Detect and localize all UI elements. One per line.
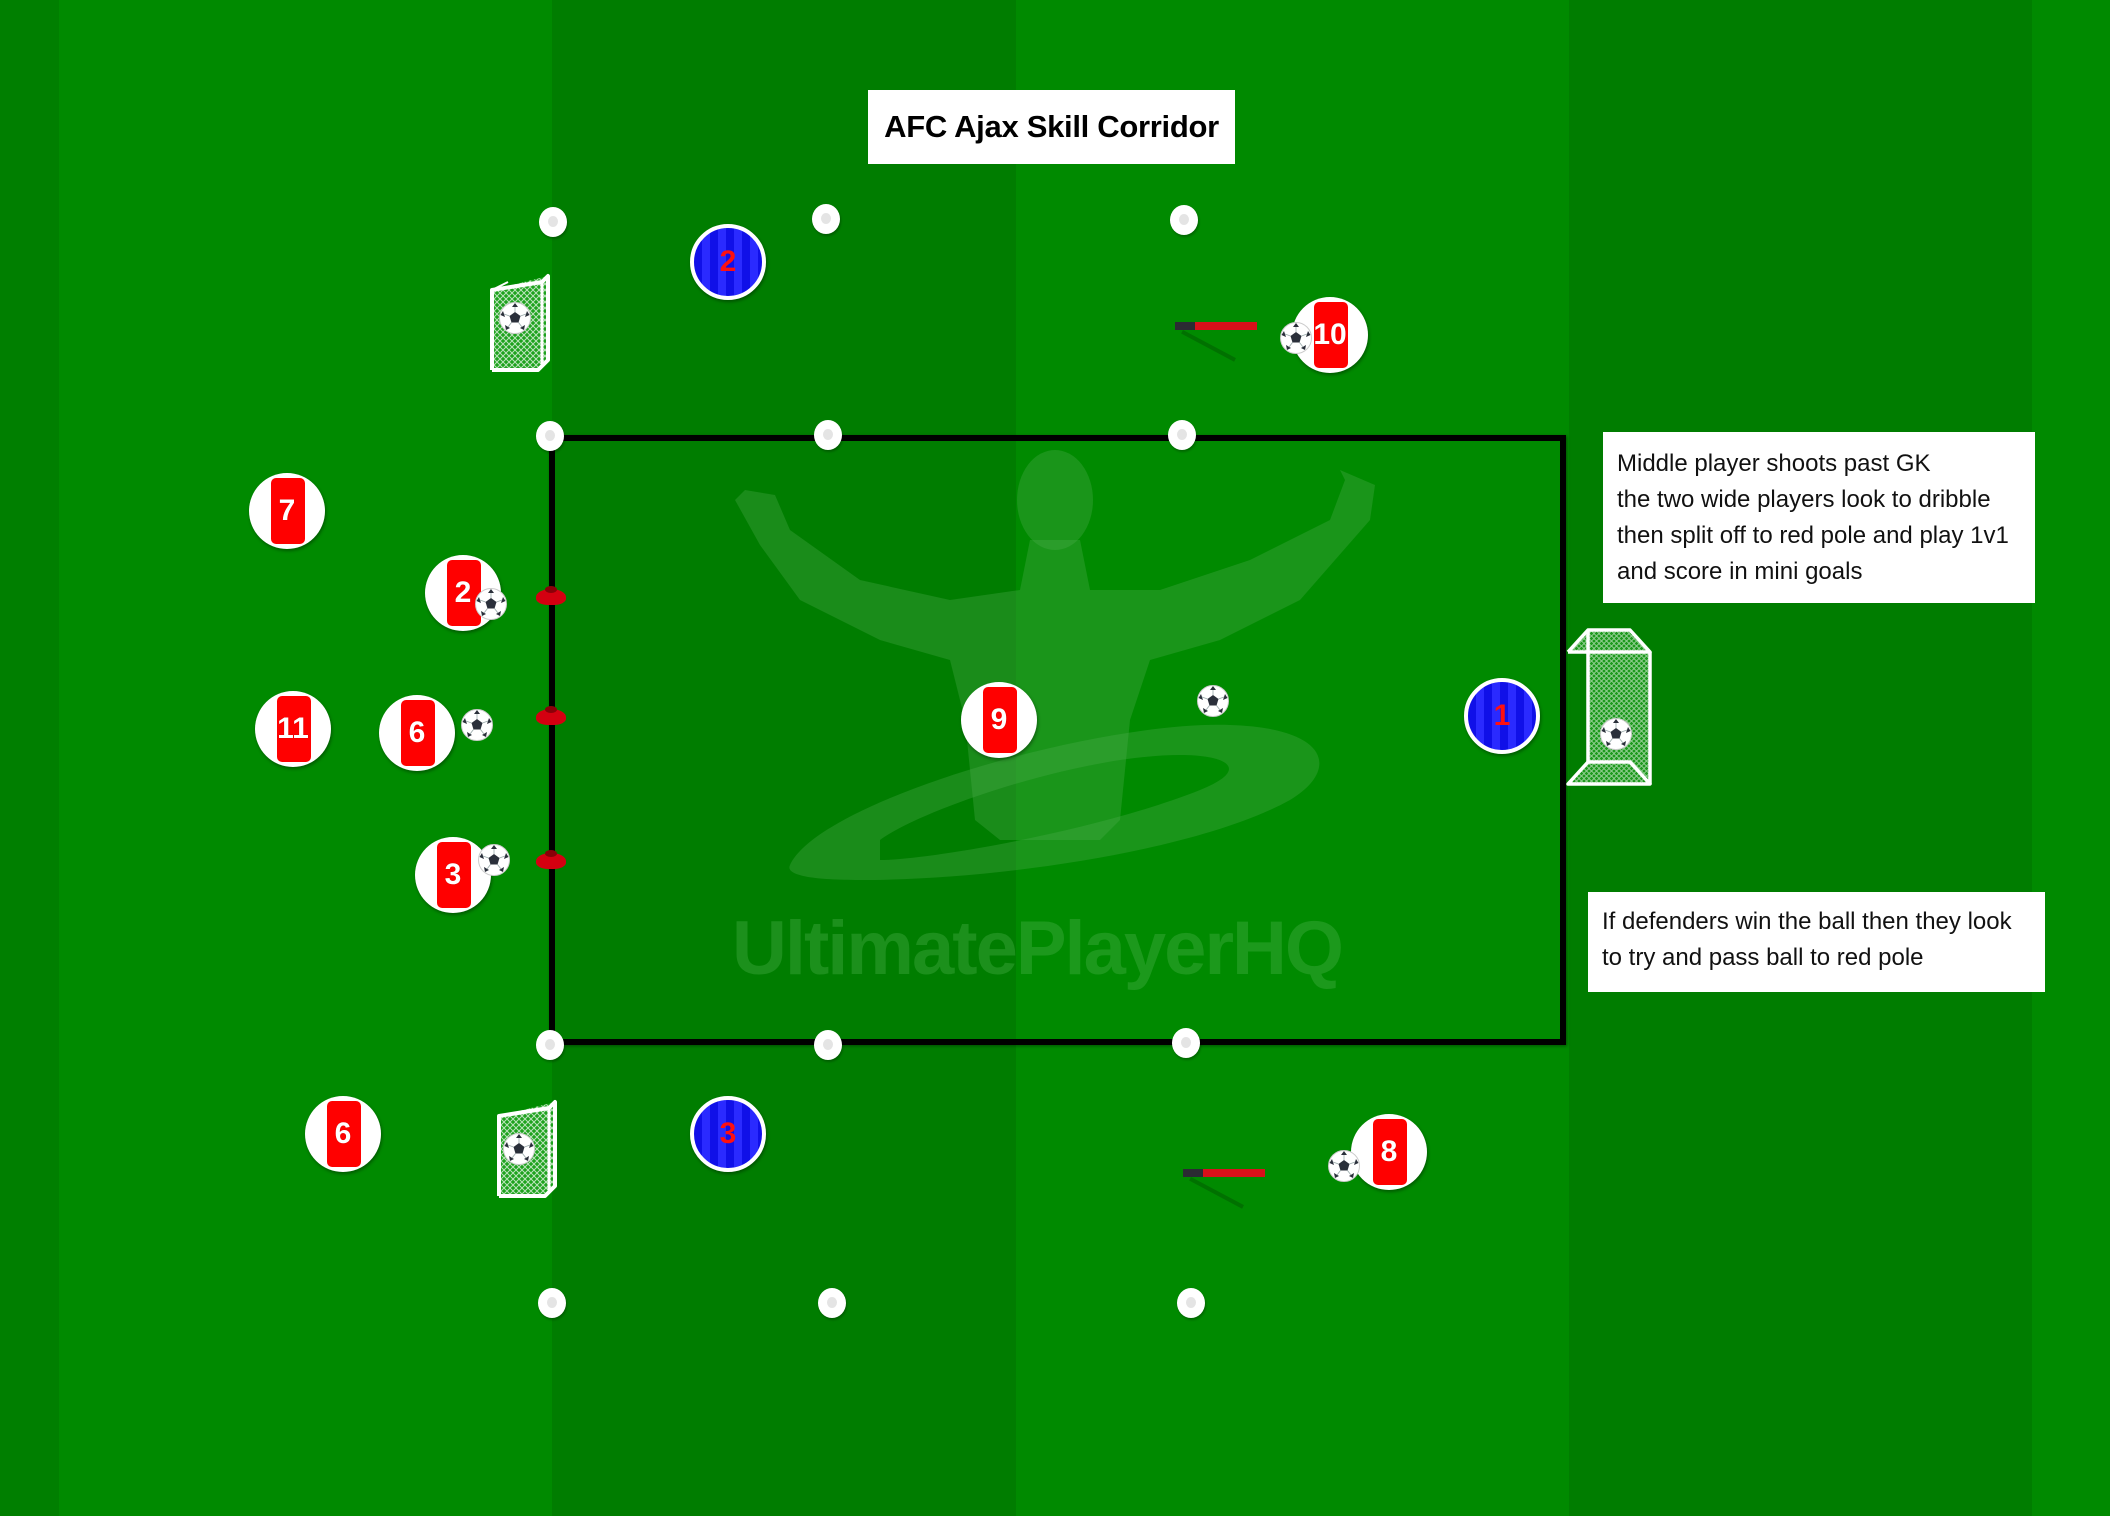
soccer-ball-icon[interactable] [1196, 684, 1230, 718]
disc-cone-icon[interactable] [538, 1288, 566, 1318]
grass-stripe [0, 0, 59, 1516]
red-player-6[interactable]: 6 [379, 695, 455, 771]
red-player-11[interactable]: 11 [255, 691, 331, 767]
blue-goalkeeper-1[interactable]: 1 [1464, 678, 1540, 754]
soccer-ball-icon[interactable] [477, 843, 511, 877]
note-line: and score in mini goals [1617, 558, 1863, 585]
watermark-text: UltimatePlayerHQ [732, 906, 1344, 991]
soccer-ball-icon[interactable] [1599, 717, 1633, 751]
red-player-7[interactable]: 7 [249, 473, 325, 549]
playing-area-boundary [549, 435, 1566, 1045]
note-line: the two wide players look to dribble [1617, 486, 1991, 513]
player-number: 2 [454, 576, 472, 609]
red-cone-icon[interactable] [536, 706, 566, 725]
grass-stripe [1016, 0, 1569, 1516]
player-number: 9 [990, 703, 1008, 736]
soccer-ball-icon[interactable] [502, 1132, 536, 1166]
player-number: 8 [1380, 1135, 1398, 1168]
note-line: then split off to red pole and play 1v1 [1617, 522, 2009, 549]
drill-title: AFC Ajax Skill Corridor [868, 90, 1235, 164]
disc-cone-icon[interactable] [818, 1288, 846, 1318]
player-number: 1 [1493, 699, 1511, 732]
red-player-8[interactable]: 8 [1351, 1114, 1427, 1190]
grass-stripe [552, 0, 1016, 1516]
disc-cone-icon[interactable] [539, 207, 567, 237]
soccer-ball-icon[interactable] [1327, 1149, 1361, 1183]
soccer-ball-icon[interactable] [474, 587, 508, 621]
disc-cone-icon[interactable] [1177, 1288, 1205, 1318]
grass-stripe [2032, 0, 2110, 1516]
note-line: Middle player shoots past GK [1617, 450, 1931, 477]
disc-cone-icon[interactable] [1168, 420, 1196, 450]
red-player-3[interactable]: 3 [415, 837, 491, 913]
soccer-ball-icon[interactable] [1279, 321, 1313, 355]
full-goal-icon[interactable] [1564, 626, 1656, 790]
player-number: 7 [278, 494, 296, 527]
player-number: 2 [719, 245, 737, 278]
disc-cone-icon[interactable] [536, 1030, 564, 1060]
note-line: If defenders win the ball then they look [1602, 908, 2012, 935]
red-pole-icon[interactable] [1175, 322, 1257, 362]
disc-cone-icon[interactable] [1172, 1028, 1200, 1058]
player-number: 3 [444, 858, 462, 891]
blue-player-3[interactable]: 3 [690, 1096, 766, 1172]
blue-player-2[interactable]: 2 [690, 224, 766, 300]
soccer-ball-icon[interactable] [498, 301, 532, 335]
player-number: 6 [408, 716, 426, 749]
note-line: to try and pass ball to red pole [1602, 944, 1924, 971]
disc-cone-icon[interactable] [814, 1030, 842, 1060]
soccer-ball-icon[interactable] [460, 708, 494, 742]
red-cone-icon[interactable] [536, 850, 566, 869]
red-player-9[interactable]: 9 [961, 682, 1037, 758]
red-pole-icon[interactable] [1183, 1169, 1265, 1209]
player-number: 3 [719, 1117, 737, 1150]
red-cone-icon[interactable] [536, 586, 566, 605]
disc-cone-icon[interactable] [814, 420, 842, 450]
red-player-6-bottom[interactable]: 6 [305, 1096, 381, 1172]
player-number: 10 [1313, 318, 1347, 351]
player-number: 11 [277, 712, 309, 745]
disc-cone-icon[interactable] [536, 421, 564, 451]
disc-cone-icon[interactable] [812, 204, 840, 234]
instructions-note: Middle player shoots past GK the two wid… [1603, 432, 2035, 603]
disc-cone-icon[interactable] [1170, 205, 1198, 235]
player-number: 6 [334, 1117, 352, 1150]
defender-transition-note: If defenders win the ball then they look… [1588, 892, 2045, 992]
